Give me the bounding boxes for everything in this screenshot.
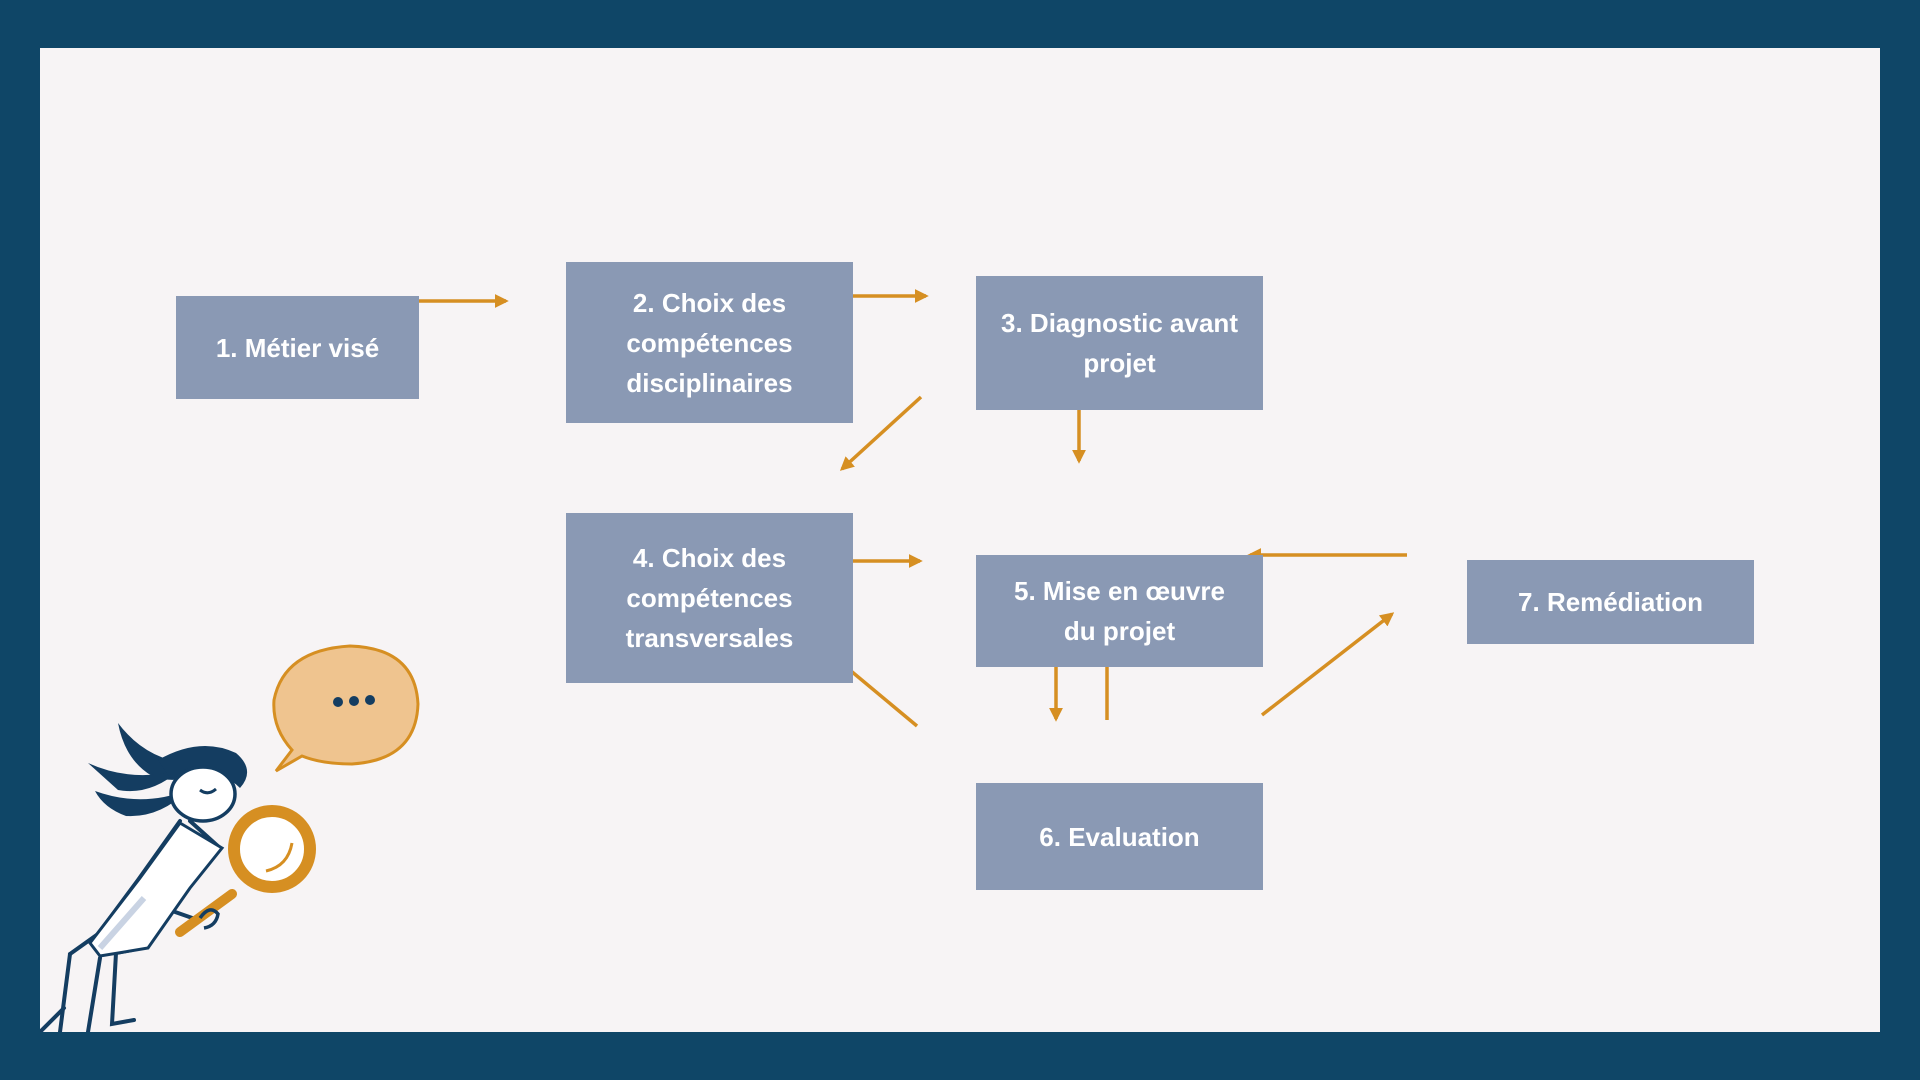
head-shape [169,765,237,823]
node-choix-competences-transversales: 4. Choix des compétences transversales [566,513,853,683]
arrow-3-to-4 [839,395,923,471]
node-remediation: 7. Remédiation [1467,560,1754,644]
slide-canvas: 1. Métier visé 2. Choix des compétences … [40,48,1880,1032]
speech-bubble-icon [272,644,420,773]
person-with-magnifying-glass-icon [40,644,420,1032]
node-metier-vise: 1. Métier visé [176,296,419,399]
arrow-6-to-7 [1260,612,1395,717]
node-diagnostic-avant-projet: 3. Diagnostic avant projet [976,276,1263,410]
node-evaluation: 6. Evaluation [976,783,1263,890]
node-mise-en-oeuvre-projet: 5. Mise en œuvre du projet [976,555,1263,667]
magnifying-glass-icon [175,805,316,937]
node-choix-competences-disciplinaires: 2. Choix des compétences disciplinaires [566,262,853,423]
